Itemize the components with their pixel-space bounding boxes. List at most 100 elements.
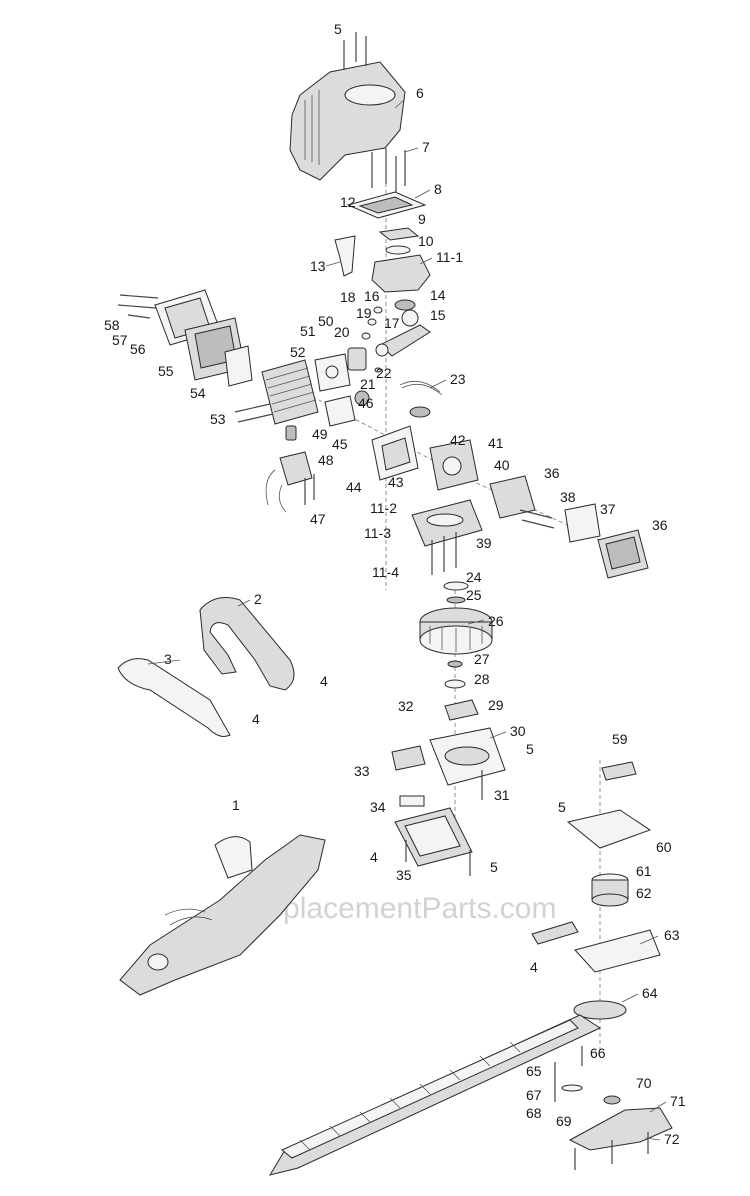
label-13: 13 [310,258,326,274]
gasket-63 [574,929,661,973]
label-66: 66 [590,1045,606,1061]
carburetor-41 [429,439,479,491]
crankcase-bolts [431,532,457,575]
flywheel-26 [419,607,493,655]
label-49: 49 [312,426,328,442]
label-56: 56 [130,341,146,357]
clutch-drum-61-62 [591,873,629,907]
label-4d: 4 [530,959,538,975]
label-11-1: 11-1 [436,249,463,265]
insulator-45-46 [324,390,370,427]
label-33: 33 [354,763,370,779]
label-leader-lines [147,99,667,1141]
label-5c: 5 [558,799,566,815]
label-25: 25 [466,587,482,603]
label-61: 61 [636,863,652,879]
handle-2 [199,597,295,691]
rear-handle-1 [119,834,326,996]
crankcase-upper [371,254,431,293]
label-52: 52 [290,344,306,360]
label-32: 32 [398,698,414,714]
label-36b: 36 [652,517,668,533]
label-60: 60 [656,839,672,855]
label-11-2: 11-2 [370,500,397,516]
plate-59 [601,761,637,781]
label-12: 12 [340,194,356,210]
small-parts-16-22 [361,306,383,373]
label-50: 50 [318,313,334,329]
label-45: 45 [332,436,348,452]
label-28: 28 [474,671,490,687]
gear-housing-60 [566,809,652,849]
label-27: 27 [474,651,490,667]
label-72: 72 [664,1131,680,1147]
guard-3 [117,658,231,737]
label-11-3: 11-3 [364,525,391,541]
part-labels: 5 6 7 8 12 9 10 11-1 13 18 16 14 19 15 5… [104,21,686,1147]
label-48: 48 [318,452,334,468]
cylinder-bolts-53 [234,403,274,423]
label-19: 19 [356,305,372,321]
label-24: 24 [466,569,482,585]
air-filter-37 [564,503,601,543]
label-22: 22 [376,365,392,381]
label-14: 14 [430,287,446,303]
label-21: 21 [360,376,376,392]
label-4a: 4 [320,673,328,689]
engine-cover [289,61,406,181]
label-43: 43 [388,474,404,490]
washer-24-25 [443,581,469,604]
gear-cover-71 [568,1107,673,1151]
blade-parts-65-70 [554,1046,621,1105]
label-6: 6 [416,85,424,101]
label-20: 20 [334,324,350,340]
bracket-4 [531,921,579,945]
label-11-4: 11-4 [372,564,399,580]
label-54: 54 [190,385,206,401]
cylinder-52 [261,359,319,425]
fan-housing-30 [429,727,506,786]
label-26: 26 [488,613,504,629]
carb-studs [371,148,406,192]
air-cover-36 [597,529,649,579]
label-29: 29 [488,697,504,713]
label-65: 65 [526,1063,542,1079]
tank-screws [405,770,483,876]
label-57: 57 [112,332,128,348]
label-38: 38 [560,489,576,505]
ignition-coil-48 [265,451,313,513]
screws-47 [304,474,315,505]
label-67: 67 [526,1087,542,1103]
bearing-14 [394,299,416,311]
label-30: 30 [510,723,526,739]
intake-36-38 [489,475,555,529]
label-4b: 4 [252,711,260,727]
label-40: 40 [494,457,510,473]
decal-34 [399,795,425,807]
label-1: 1 [232,797,240,813]
label-70: 70 [636,1075,652,1091]
label-3: 3 [164,651,172,667]
label-59: 59 [612,731,628,747]
label-17: 17 [384,315,400,331]
bracket-13 [334,235,356,277]
label-35: 35 [396,867,412,883]
label-51: 51 [300,323,316,339]
label-39: 39 [476,535,492,551]
gear-64 [573,1000,627,1020]
gasket-50 [314,353,351,392]
label-8: 8 [434,181,442,197]
label-41: 41 [488,435,504,451]
label-46: 46 [358,395,374,411]
fuel-cap-33 [391,745,426,771]
label-15: 15 [430,307,446,323]
spark-plug-49 [285,425,297,441]
label-47: 47 [310,511,326,527]
label-58: 58 [104,317,120,333]
cover-screws-72 [574,1132,649,1170]
gasket-54 [224,345,253,387]
label-68: 68 [526,1105,542,1121]
carb-housing-44 [371,425,419,481]
clutch-29 [444,699,479,721]
